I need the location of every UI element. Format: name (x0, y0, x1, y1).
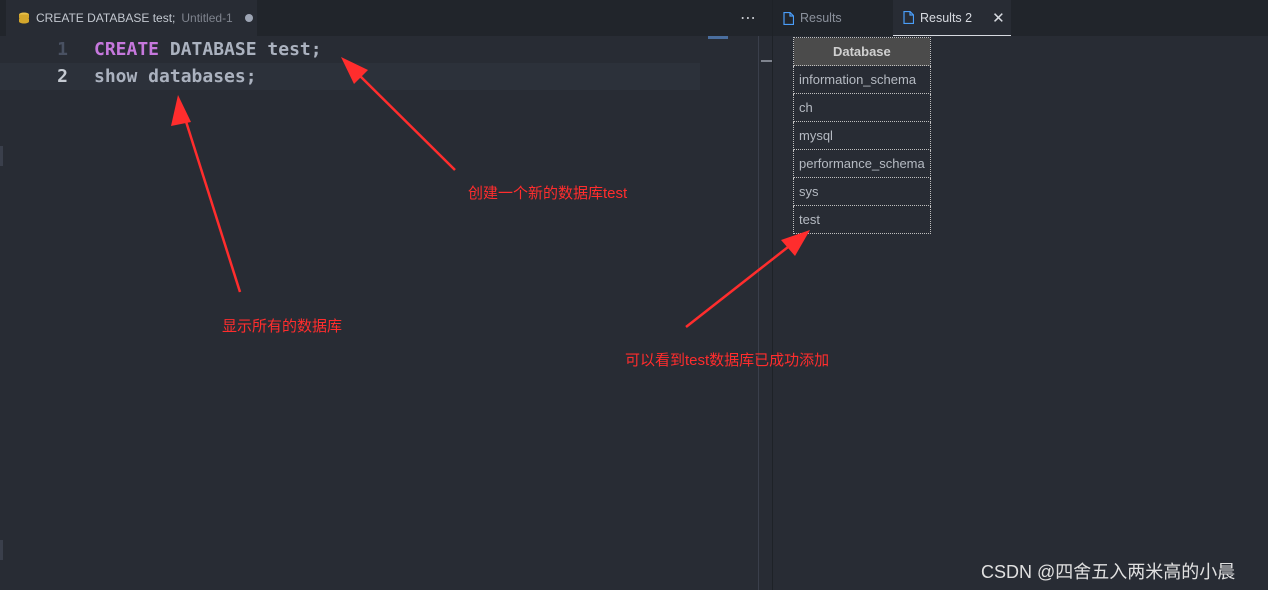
left-edge-marker (0, 540, 3, 560)
more-actions-icon[interactable]: ⋯ (740, 8, 757, 27)
table-cell[interactable]: performance_schema (793, 149, 931, 178)
sql-keyword: CREATE (94, 39, 160, 60)
annotation-show: 显示所有的数据库 (222, 318, 343, 335)
watermark: CSDN @四舍五入两米高的小晨 (981, 562, 1236, 582)
code-editor[interactable]: 1 CREATE DATABASE test; 2 show databases… (0, 36, 700, 90)
close-icon[interactable]: ✕ (992, 8, 1005, 27)
line-number: 1 (57, 39, 68, 60)
minimap[interactable] (708, 36, 728, 39)
table-cell[interactable]: sys (793, 177, 931, 206)
annotation-create: 创建一个新的数据库test (468, 185, 628, 202)
editor-tab-bar: CREATE DATABASE test; Untitled-1 ⋯ (0, 0, 772, 36)
database-icon (18, 12, 30, 25)
tab-results-2[interactable]: Results 2 ✕ (893, 0, 1011, 36)
file-icon (903, 10, 915, 25)
code-line-current[interactable]: 2 show databases; (0, 63, 700, 90)
file-icon (783, 11, 795, 25)
scrollbar-cursor-marker (761, 60, 773, 62)
results-table: Database information_schema ch mysql per… (793, 37, 931, 234)
tab-subtitle: Untitled-1 (181, 11, 233, 25)
left-edge-marker (0, 146, 3, 166)
line-number: 2 (57, 66, 68, 87)
table-row[interactable]: ch (793, 93, 931, 122)
table-row[interactable]: mysql (793, 121, 931, 150)
table-cell[interactable]: information_schema (793, 65, 931, 94)
unsaved-dot-icon[interactable] (244, 14, 253, 22)
annotation-result: 可以看到test数据库已成功添加 (625, 352, 830, 369)
results-tab-bar: Results Results 2 ✕ (773, 0, 1268, 36)
code-text: show databases; (94, 63, 257, 90)
table-cell[interactable]: ch (793, 93, 931, 122)
editor-pane: CREATE DATABASE test; Untitled-1 ⋯ 1 CRE… (0, 0, 773, 590)
column-header[interactable]: Database (793, 37, 931, 66)
table-cell[interactable]: test (793, 205, 931, 234)
table-cell[interactable]: mysql (793, 121, 931, 150)
tab-results[interactable]: Results (773, 0, 891, 36)
tab-label: Results (800, 11, 842, 25)
results-pane: Results Results 2 ✕ Database information… (772, 0, 1268, 590)
sql-statement: DATABASE test; (159, 39, 322, 60)
table-row[interactable]: information_schema (793, 65, 931, 94)
table-row[interactable]: performance_schema (793, 149, 931, 178)
editor-scrollbar[interactable] (758, 36, 773, 590)
tab-label: Results 2 (920, 10, 973, 25)
table-row[interactable]: sys (793, 177, 931, 206)
table-row[interactable]: test (793, 205, 931, 234)
code-text: CREATE DATABASE test; (94, 36, 322, 63)
code-line[interactable]: 1 CREATE DATABASE test; (0, 36, 700, 63)
tab-title: CREATE DATABASE test; (36, 11, 176, 25)
sql-statement: show databases; (94, 66, 257, 87)
editor-tab[interactable]: CREATE DATABASE test; Untitled-1 (6, 0, 257, 36)
